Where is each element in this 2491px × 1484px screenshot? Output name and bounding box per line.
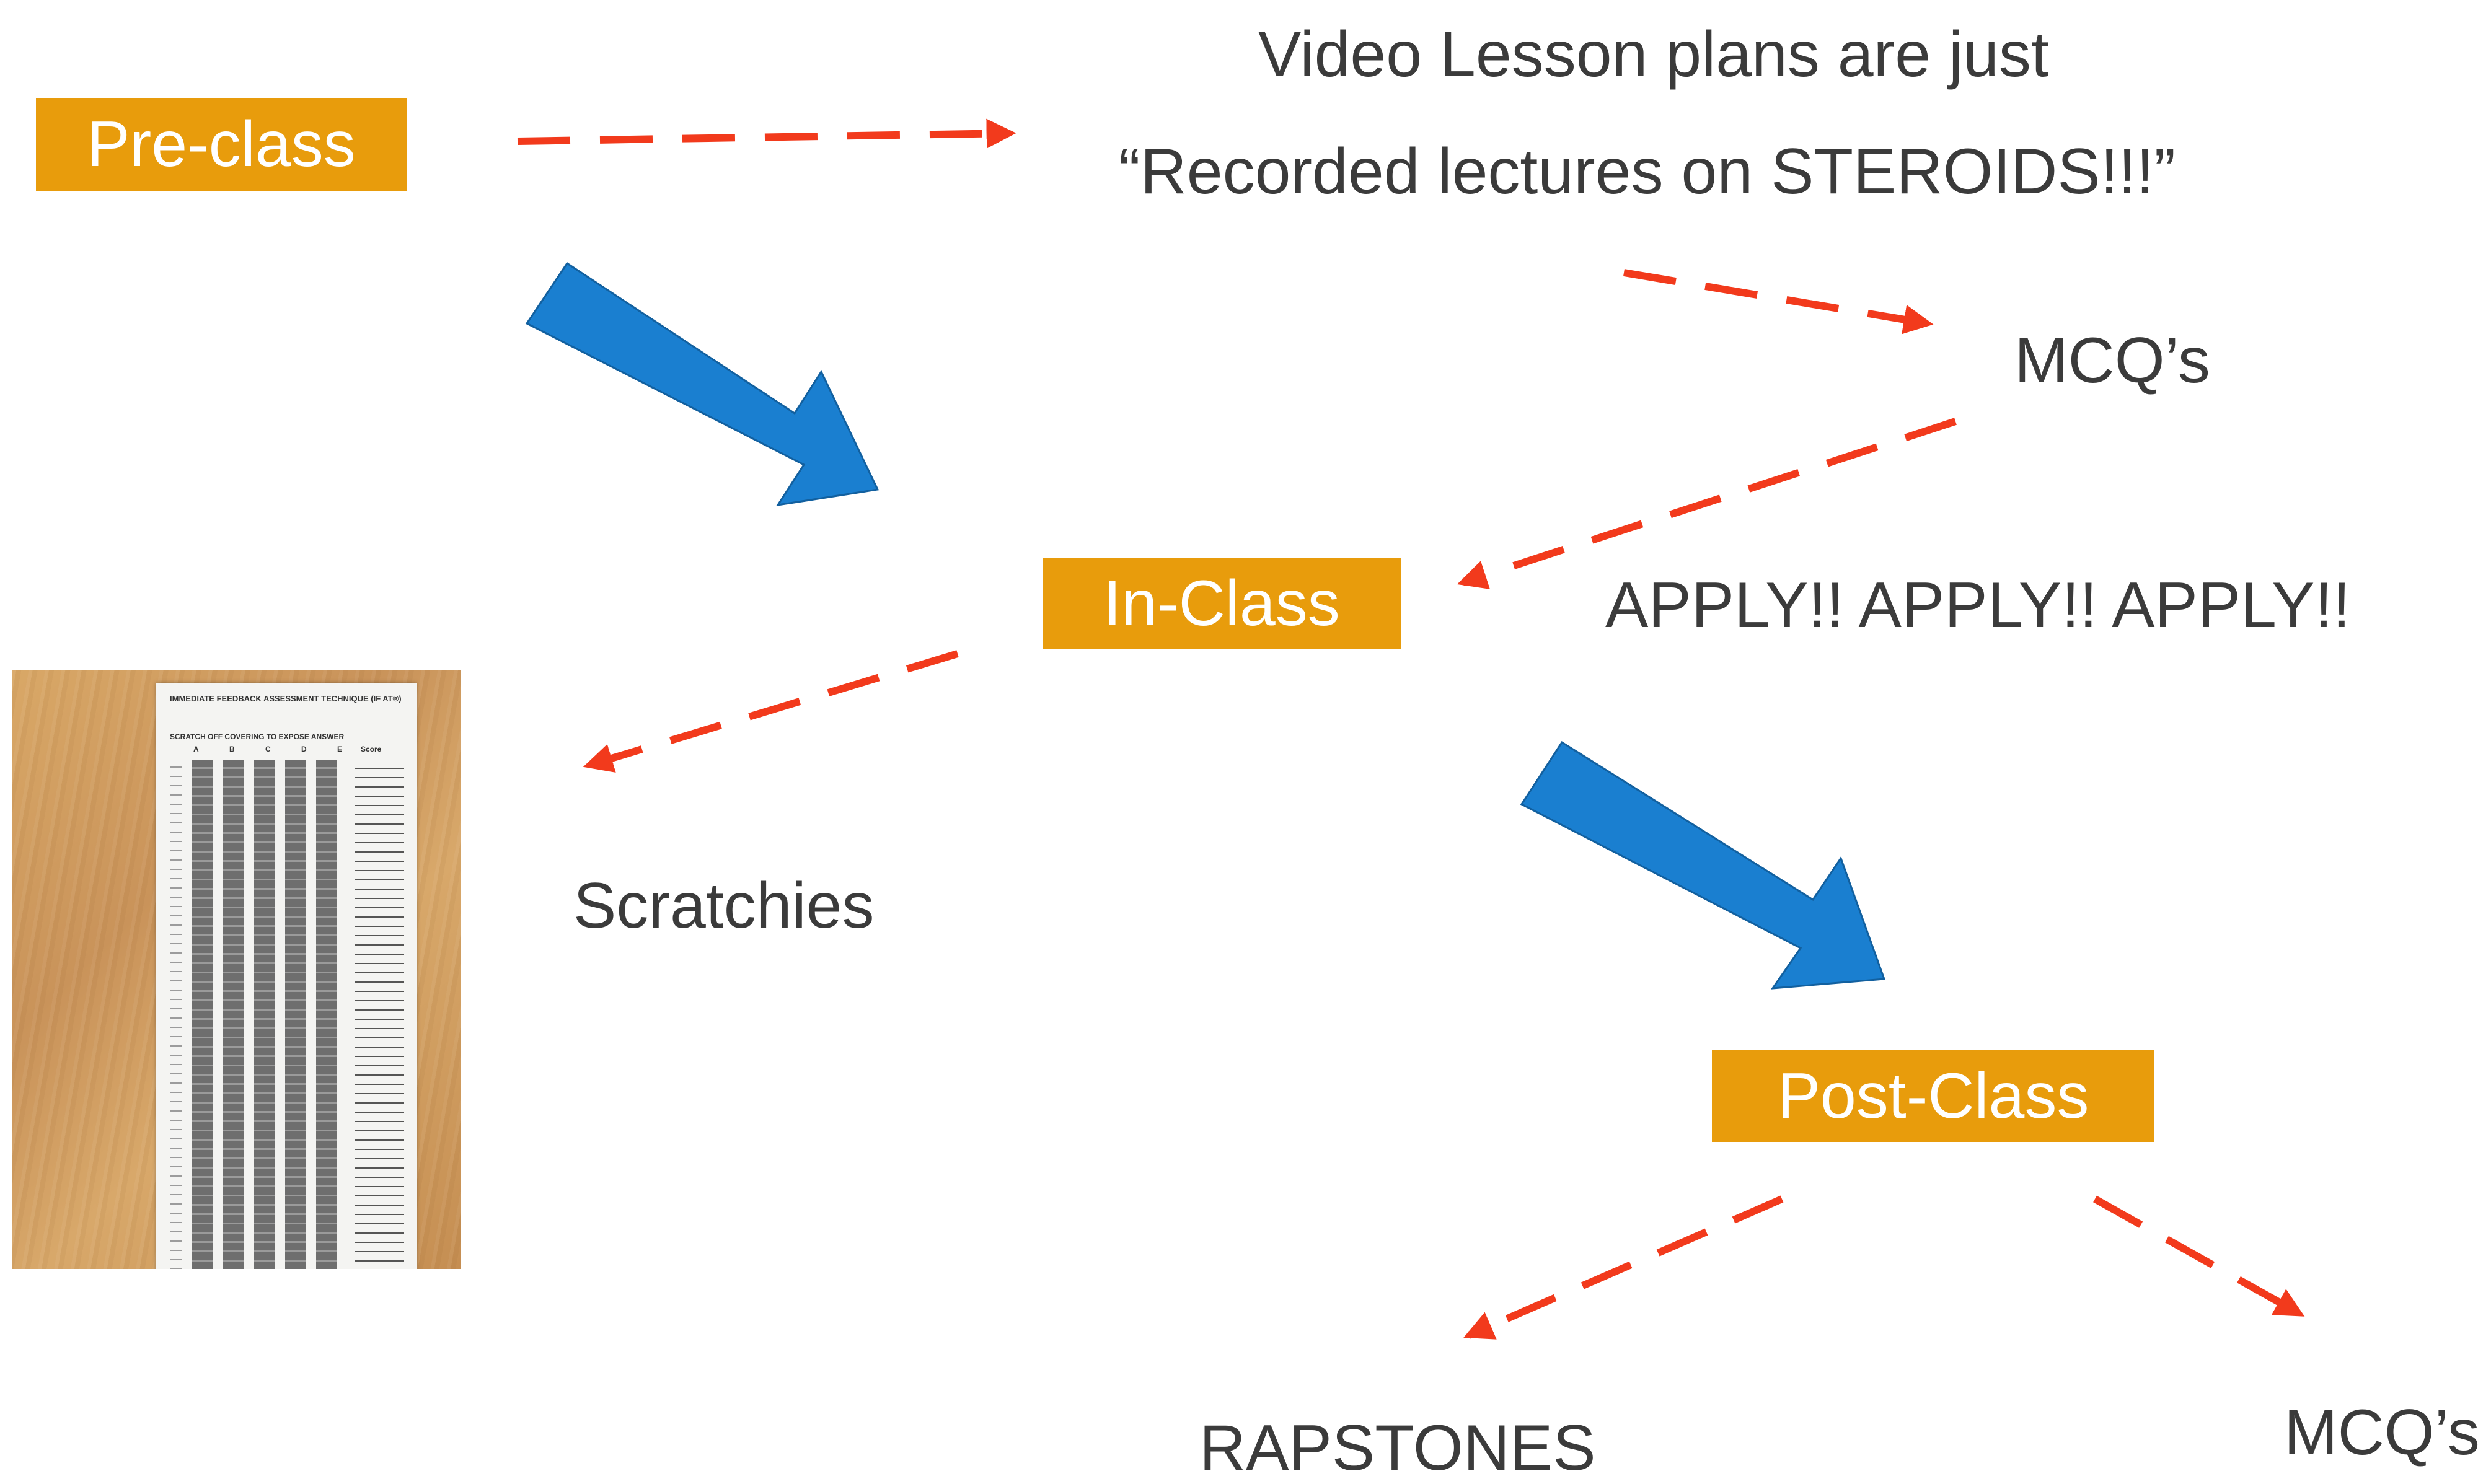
- post-class-label: Post-Class: [1777, 1060, 2089, 1132]
- card-column-e: E: [337, 745, 342, 753]
- block-arrow-in-to-post: [1520, 740, 1886, 990]
- dashed-arrow-mcq-to-in: [1457, 418, 1957, 589]
- in-class-box: In-Class: [1043, 558, 1401, 649]
- scratch-strip-a: [192, 760, 213, 1269]
- card-column-d: D: [301, 745, 307, 753]
- rapstones-label: RAPSTONES: [1199, 1412, 1596, 1484]
- card-column-a: A: [193, 745, 199, 753]
- post-class-box: Post-Class: [1712, 1050, 2154, 1142]
- card-score-label: Score: [361, 745, 382, 753]
- scratch-strip-e: [316, 760, 337, 1269]
- card-row-numbers: [170, 760, 182, 1269]
- score-lines: [355, 760, 404, 1269]
- card-column-b: B: [229, 745, 235, 753]
- block-arrow-pre-to-in: [525, 261, 880, 506]
- dashed-arrow-post-to-mcq: [2093, 1195, 2305, 1317]
- scratch-strip-d: [285, 760, 306, 1269]
- pre-class-label: Pre-class: [87, 108, 356, 180]
- dashed-arrow-post-to-rapstones: [1463, 1195, 1784, 1340]
- dashed-arrow-video-to-mcq: [1623, 269, 1934, 335]
- scratch-strip-c: [254, 760, 275, 1269]
- card-instruction: SCRATCH OFF COVERING TO EXPOSE ANSWER: [170, 732, 345, 741]
- mcq-bottom-label: MCQ’s: [2284, 1397, 2480, 1469]
- dashed-arrow-in-to-scratchies: [583, 650, 959, 773]
- in-class-label: In-Class: [1103, 568, 1340, 639]
- if-at-scratch-card: IMMEDIATE FEEDBACK ASSESSMENT TECHNIQUE …: [156, 683, 417, 1269]
- mcq-top-label: MCQ’s: [2014, 325, 2210, 397]
- video-lesson-line2: “Recorded lectures on STEROIDS!!!”: [1119, 136, 2176, 208]
- card-title: IMMEDIATE FEEDBACK ASSESSMENT TECHNIQUE …: [170, 694, 402, 703]
- scratch-card-photo: IMMEDIATE FEEDBACK ASSESSMENT TECHNIQUE …: [12, 670, 461, 1269]
- scratchies-label: Scratchies: [573, 870, 875, 942]
- card-column-c: C: [265, 745, 271, 753]
- apply-label: APPLY!! APPLY!! APPLY!!: [1605, 569, 2351, 641]
- scratch-strip-b: [223, 760, 244, 1269]
- dashed-arrow-pre-to-video: [517, 118, 1016, 149]
- pre-class-box: Pre-class: [36, 98, 407, 191]
- video-lesson-line1: Video Lesson plans are just: [1258, 19, 2049, 90]
- card-column-letters: A B C D E: [193, 745, 342, 753]
